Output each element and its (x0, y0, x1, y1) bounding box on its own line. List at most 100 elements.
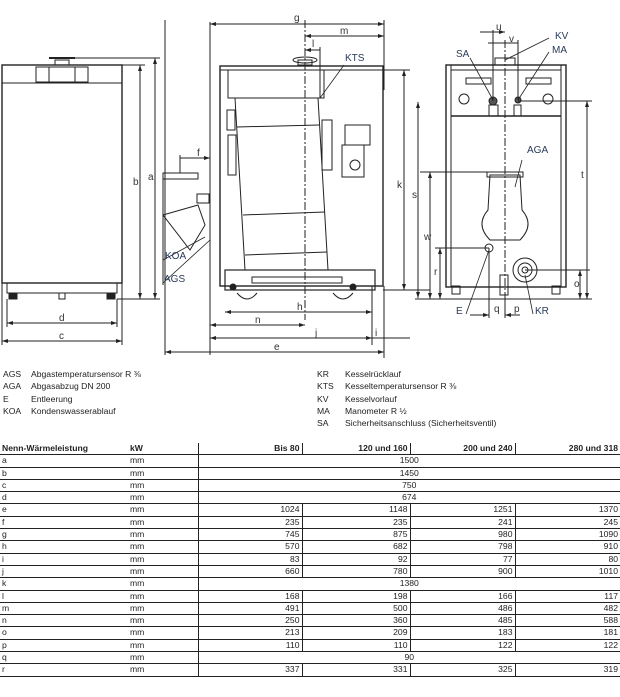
dimension-letter: b (0, 467, 128, 480)
unit-cell: mm (128, 663, 198, 677)
value-cell: 360 (301, 614, 410, 628)
value-cell: 168 (197, 590, 302, 603)
unit-cell: mm (128, 553, 198, 566)
dim-label-o: o (574, 279, 580, 290)
dimension-letter: o (0, 626, 128, 640)
unit-cell: mm (128, 577, 198, 591)
unit-cell: mm (128, 454, 198, 468)
dim-label-v: v (509, 34, 514, 45)
callout-koa: KOA (165, 251, 186, 262)
legend-text: Kesselvorlauf (345, 393, 397, 404)
dim-label-q: q (494, 304, 500, 315)
unit-cell: mm (128, 540, 198, 554)
callout-kts: KTS (345, 53, 365, 64)
legend-text: Kesselrücklauf (345, 369, 401, 379)
value-cell: 337 (197, 663, 302, 677)
unit-cell: mm (128, 467, 198, 480)
dim-label-k: k (397, 180, 403, 191)
legend-text: Abgastemperatursensor R ⅜ (31, 369, 141, 379)
value-cell: 110 (301, 639, 410, 653)
legend-code: KR (317, 369, 329, 379)
unit-cell: mm (128, 590, 198, 603)
technical-drawing: b a d c f g m l h n j i e k s u v t w r … (1, 13, 592, 358)
dimension-letter: e (0, 503, 128, 517)
callout-kv: KV (555, 31, 569, 42)
dimension-letter: c (0, 479, 128, 493)
callout-aga: AGA (527, 145, 548, 156)
dim-label-c: c (59, 331, 64, 342)
value-cell: 875 (301, 528, 410, 542)
dimension-letter: l (0, 590, 128, 603)
value-cell: 80 (514, 553, 620, 566)
value-cell: 1148 (301, 503, 410, 517)
unit-cell: mm (128, 528, 198, 542)
dimension-letter: a (0, 454, 128, 468)
value-cell: 1010 (514, 565, 620, 579)
value-cell: 780 (301, 565, 410, 579)
dimension-table: Nenn-Wärmeleistung kW Bis 80 120 und 160… (0, 443, 620, 677)
dim-label-h: h (297, 302, 303, 313)
value-cell: 209 (301, 626, 410, 640)
value-cell: 122 (409, 639, 515, 653)
dim-label-g: g (294, 13, 300, 24)
legend-code: SA (317, 418, 329, 429)
unit-cell: mm (128, 491, 198, 505)
legend-text: Kesseltemperatursensor R ⅜ (345, 381, 457, 392)
value-cell: 798 (409, 540, 515, 554)
dim-label-l: l (312, 39, 314, 50)
legend-code: KOA (3, 405, 22, 416)
dim-label-b: b (133, 177, 139, 188)
header-col-4: 280 und 318 (514, 443, 620, 456)
legend-code: KV (317, 393, 329, 404)
callout-sa: SA (456, 49, 470, 60)
dim-label-f: f (197, 148, 200, 159)
dim-label-r: r (434, 267, 438, 278)
dim-label-t: t (581, 170, 584, 181)
value-cell: 588 (514, 614, 620, 628)
value-cell: 910 (514, 540, 620, 554)
value-cell-all: 1500 (197, 454, 620, 468)
value-cell: 325 (409, 663, 515, 677)
value-cell: 122 (514, 639, 620, 653)
unit-cell: mm (128, 602, 198, 616)
dimension-letter: q (0, 651, 128, 665)
callout-ma: MA (552, 45, 567, 56)
dim-label-p: p (514, 304, 520, 315)
value-cell: 110 (197, 639, 302, 653)
legend-text: Sicherheitsanschluss (Sicherheitsventil) (345, 418, 497, 429)
legend-code: E (3, 393, 9, 404)
dim-label-n: n (255, 315, 261, 326)
legend-code: AGS (3, 369, 22, 379)
value-cell: 183 (409, 626, 515, 640)
value-cell: 1251 (409, 503, 515, 517)
dimension-letter: k (0, 577, 128, 591)
dim-label-w: w (423, 232, 432, 243)
header-unit: kW (128, 443, 198, 456)
value-cell: 77 (409, 553, 515, 566)
dimension-letter: j (0, 565, 128, 579)
value-cell: 1090 (514, 528, 620, 542)
dim-label-u: u (496, 22, 502, 33)
dimension-letter: f (0, 516, 128, 530)
header-col-2: 120 und 160 (301, 443, 410, 456)
value-cell: 745 (197, 528, 302, 542)
unit-cell: mm (128, 516, 198, 530)
dim-label-s: s (412, 190, 417, 201)
dim-label-d: d (59, 313, 65, 324)
table-header-row: Nenn-Wärmeleistung kW Bis 80 120 und 160… (0, 443, 620, 456)
value-cell: 1024 (197, 503, 302, 517)
